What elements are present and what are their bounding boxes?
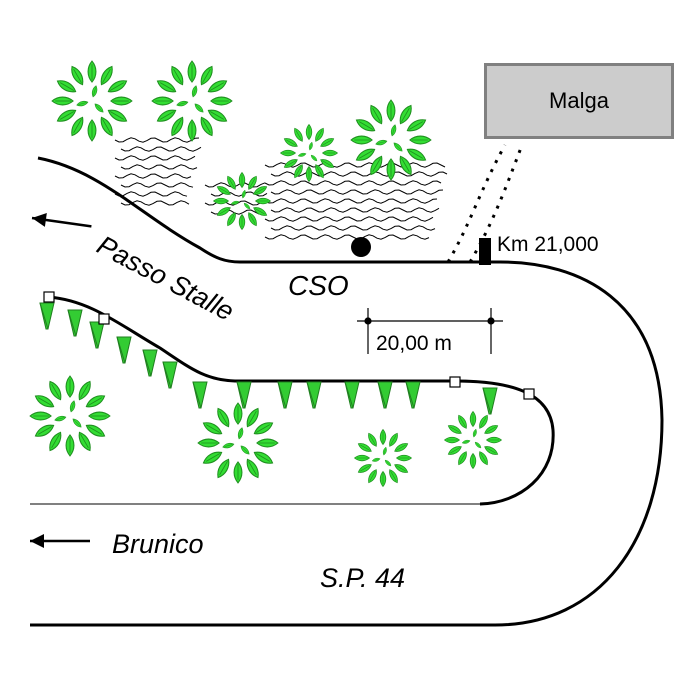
post-marker-icon (98, 313, 110, 325)
left-arrow-icon (29, 209, 94, 235)
tree-icon (198, 403, 278, 483)
contour-line (204, 200, 262, 206)
post-marker-icon (43, 291, 55, 303)
cso-point-icon (351, 237, 371, 257)
conifer-icon (89, 321, 105, 349)
passo-stalle-label: Passo Stalle (92, 230, 239, 327)
deciduous-trees (30, 61, 501, 486)
tree-icon (355, 430, 412, 487)
post-markers (43, 291, 535, 400)
contour-line (270, 171, 448, 177)
contour-line (114, 155, 196, 161)
tree-icon (351, 100, 431, 180)
tree-icon (445, 412, 502, 469)
conifer-icon (405, 381, 421, 409)
brunico-label: Brunico (112, 529, 204, 559)
contour-line (120, 182, 194, 188)
distance-scale (357, 308, 503, 354)
conifer-icon (277, 381, 293, 409)
contour-line (270, 189, 444, 195)
contour-line (114, 137, 200, 143)
tree-icon (152, 61, 232, 141)
conifer-icon (142, 349, 158, 377)
inner-loop-edge (47, 295, 555, 506)
cso-label: CSO (288, 270, 349, 301)
contour-line (264, 162, 446, 168)
malga-building: Malga (484, 63, 674, 139)
post-marker-icon (449, 376, 461, 388)
tree-icon (30, 376, 110, 456)
contour-line (270, 207, 440, 213)
contour-line (270, 225, 436, 231)
km-label: Km 21,000 (497, 233, 599, 256)
contour-line (264, 198, 438, 204)
conifer-icon (482, 387, 498, 415)
outer-road-edge (37, 156, 664, 627)
contour-line (210, 191, 268, 197)
conifer-icon (67, 309, 83, 337)
contour-line (114, 173, 192, 179)
contour-line (114, 191, 188, 197)
malga-label: Malga (549, 88, 609, 113)
conifer-icon (306, 381, 322, 409)
conifer-icon (192, 381, 208, 409)
conifer-icon (162, 361, 178, 389)
tree-icon (52, 61, 132, 141)
contour-line (264, 180, 442, 186)
dotted-track (446, 144, 524, 263)
contour-line (120, 164, 198, 170)
contour-line (264, 216, 434, 222)
conifer-icon (39, 302, 55, 330)
left-arrow-icon (28, 532, 92, 550)
km-marker-icon (479, 238, 491, 265)
post-marker-icon (523, 388, 535, 400)
distance-label: 20,00 m (376, 332, 452, 355)
conifer-icon (116, 336, 132, 364)
road-label: S.P. 44 (320, 563, 405, 593)
contour-line (120, 146, 202, 152)
conifer-icon (344, 381, 360, 409)
conifer-icon (377, 381, 393, 409)
contour-line (264, 234, 430, 240)
